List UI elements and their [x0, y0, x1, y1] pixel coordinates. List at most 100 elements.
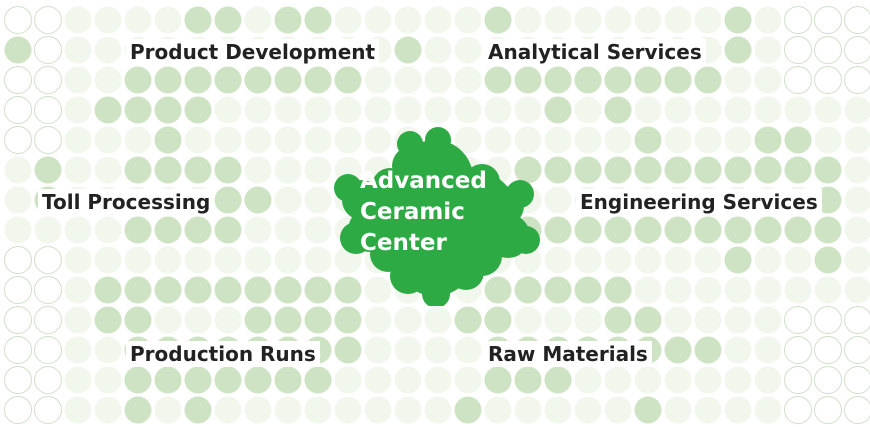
- background-dot: [94, 66, 122, 94]
- background-dot: [64, 126, 92, 154]
- background-dot: [64, 36, 92, 64]
- background-dot: [244, 156, 272, 184]
- background-dot: [424, 396, 452, 424]
- background-dot: [514, 306, 542, 334]
- background-dot: [424, 366, 452, 394]
- background-dot: [454, 66, 482, 94]
- background-dot: [814, 6, 842, 34]
- background-dot: [574, 306, 602, 334]
- background-dot: [544, 306, 572, 334]
- background-dot: [664, 396, 692, 424]
- center-splash-shape: [334, 127, 540, 306]
- background-dot: [514, 276, 542, 304]
- background-dot: [394, 396, 422, 424]
- background-dot: [484, 126, 512, 154]
- background-dot: [574, 96, 602, 124]
- center-label: Advanced Ceramic Center: [360, 166, 520, 259]
- background-dot: [604, 396, 632, 424]
- background-dot: [814, 336, 842, 364]
- center-label-line: Center: [360, 230, 447, 256]
- background-dot: [604, 126, 632, 154]
- background-dot: [124, 6, 152, 34]
- background-dot: [304, 6, 332, 34]
- background-dot: [574, 366, 602, 394]
- background-dot: [334, 126, 362, 154]
- background-dot: [394, 96, 422, 124]
- background-dot: [34, 396, 62, 424]
- background-dot: [304, 216, 332, 244]
- background-dot: [304, 156, 332, 184]
- background-dot: [634, 66, 662, 94]
- background-dot: [34, 96, 62, 124]
- background-dot: [664, 336, 692, 364]
- background-dot: [754, 126, 782, 154]
- background-dot: [184, 246, 212, 274]
- background-dot: [754, 66, 782, 94]
- background-dot: [94, 246, 122, 274]
- background-dot: [514, 396, 542, 424]
- background-dot: [64, 96, 92, 124]
- background-dot: [844, 96, 870, 124]
- background-dot: [274, 216, 302, 244]
- background-dot: [634, 96, 662, 124]
- background-dot: [484, 96, 512, 124]
- background-dot: [814, 36, 842, 64]
- background-dot: [154, 66, 182, 94]
- splash-blob: [418, 256, 458, 296]
- background-dot: [244, 186, 272, 214]
- background-dot: [244, 6, 272, 34]
- background-dot: [184, 396, 212, 424]
- background-dot: [754, 96, 782, 124]
- background-dot: [814, 96, 842, 124]
- background-dot: [394, 306, 422, 334]
- background-dot: [124, 396, 152, 424]
- background-dot: [484, 366, 512, 394]
- background-dot: [604, 156, 632, 184]
- background-dot: [244, 366, 272, 394]
- background-dot: [844, 276, 870, 304]
- background-dot: [694, 246, 722, 274]
- background-dot: [154, 396, 182, 424]
- background-dot: [724, 216, 752, 244]
- background-dot: [454, 36, 482, 64]
- background-dot: [274, 246, 302, 274]
- background-dot: [844, 366, 870, 394]
- background-dot: [364, 366, 392, 394]
- background-dot: [94, 396, 122, 424]
- background-dot: [484, 6, 512, 34]
- background-dot: [514, 96, 542, 124]
- background-dot: [124, 246, 152, 274]
- service-label-raw-materials: Raw Materials: [484, 341, 652, 367]
- background-dot: [574, 6, 602, 34]
- service-label-engineering-services: Engineering Services: [576, 189, 822, 215]
- background-dot: [64, 156, 92, 184]
- background-dot: [274, 306, 302, 334]
- background-dot: [574, 276, 602, 304]
- background-dot: [784, 396, 812, 424]
- background-dot: [634, 126, 662, 154]
- background-dot: [34, 156, 62, 184]
- background-dot: [484, 66, 512, 94]
- background-dot: [724, 276, 752, 304]
- background-dot: [664, 216, 692, 244]
- background-dot: [544, 6, 572, 34]
- background-dot: [754, 396, 782, 424]
- background-dot: [94, 6, 122, 34]
- background-dot: [4, 96, 32, 124]
- background-dot: [664, 96, 692, 124]
- background-dot: [634, 216, 662, 244]
- background-dot: [364, 6, 392, 34]
- background-dot: [274, 366, 302, 394]
- splash-blob: [418, 140, 454, 176]
- background-dot: [454, 336, 482, 364]
- background-dot: [34, 126, 62, 154]
- background-dot: [784, 336, 812, 364]
- background-dot: [424, 6, 452, 34]
- background-dot: [454, 366, 482, 394]
- background-dot: [844, 66, 870, 94]
- background-dot: [604, 306, 632, 334]
- background-dot: [634, 396, 662, 424]
- background-dot: [784, 246, 812, 274]
- background-dot: [154, 276, 182, 304]
- background-dot: [34, 366, 62, 394]
